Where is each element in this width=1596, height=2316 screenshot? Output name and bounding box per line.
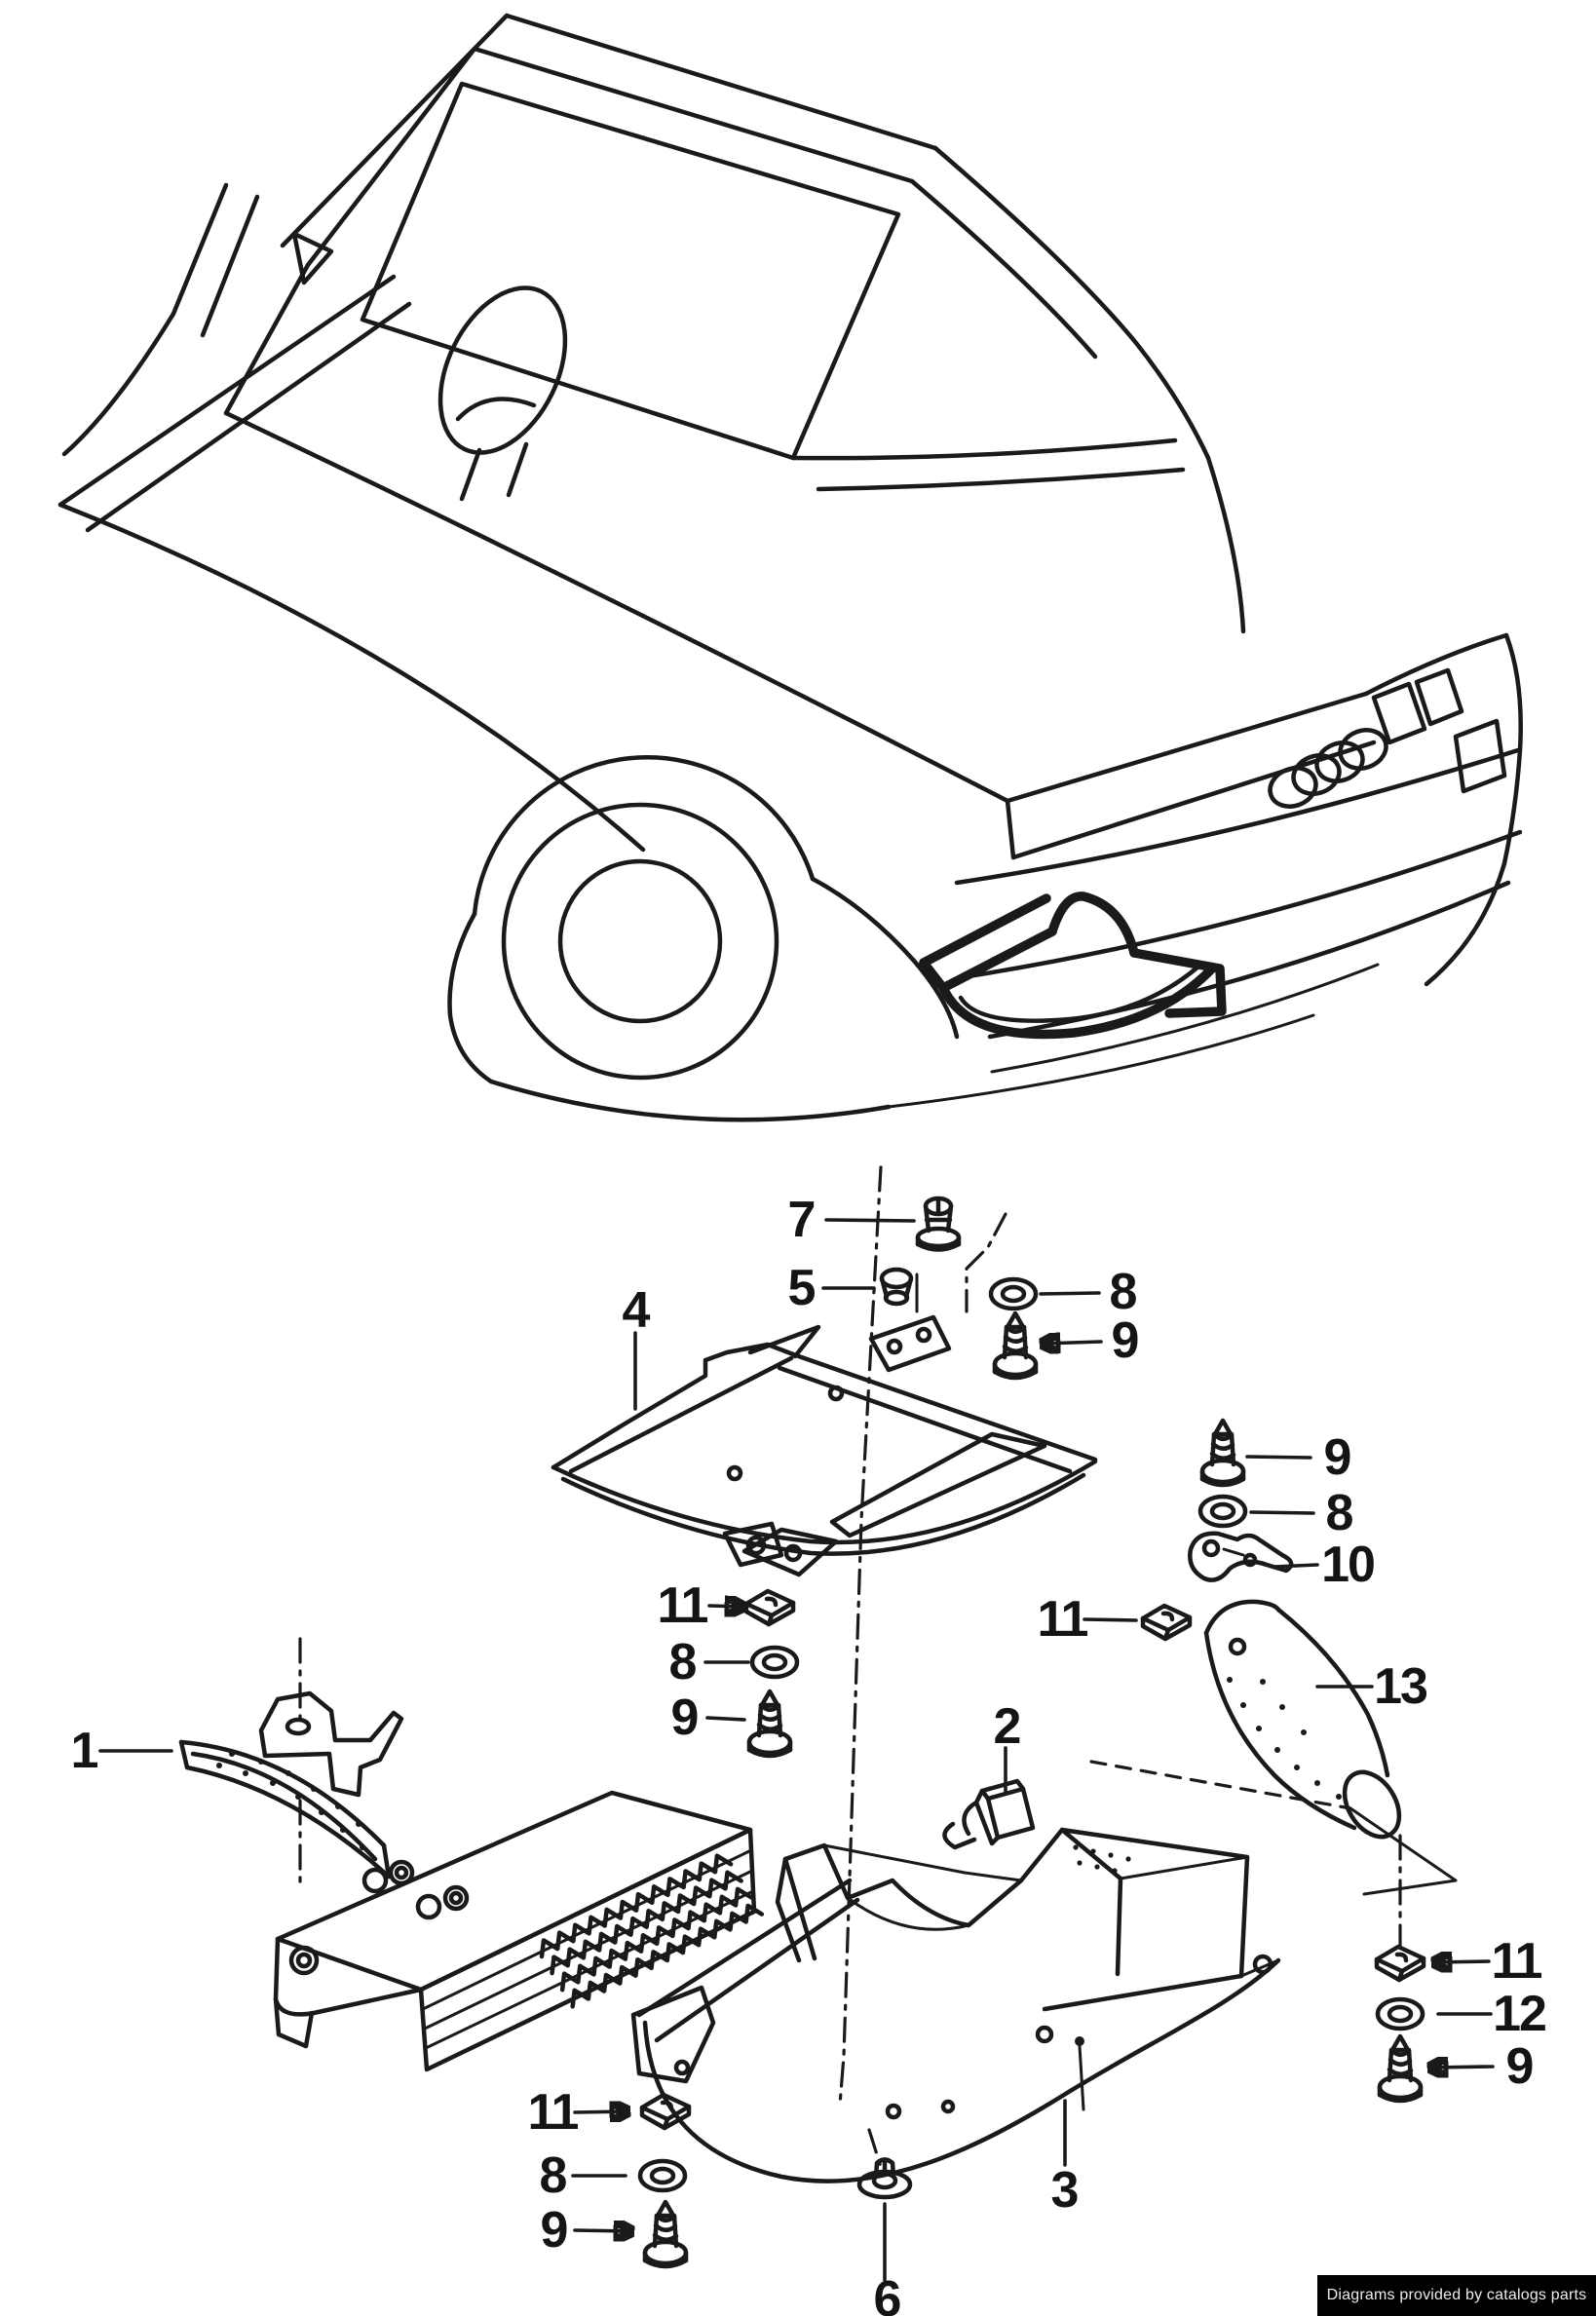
callout-label-2: 2 <box>993 1698 1022 1755</box>
callout-label-4: 4 <box>622 1282 651 1339</box>
watermark-text: Diagrams provided by catalogs parts <box>1326 2287 1587 2303</box>
part-13-air-duct <box>1089 1599 1458 1896</box>
part-11-clip-nut <box>1143 1606 1190 1639</box>
watermark-bar: Diagrams provided by catalogs parts <box>1317 2275 1596 2316</box>
part-9-screw <box>645 2202 686 2266</box>
part-10-bracket <box>1188 1531 1294 1582</box>
callout-label-9: 9 <box>1111 1312 1140 1369</box>
callout-label-11: 11 <box>1491 1933 1543 1990</box>
callout-label-9: 9 <box>1323 1429 1352 1486</box>
door-mirror <box>291 231 334 285</box>
callout-label-11: 11 <box>1037 1591 1089 1648</box>
callout-label-7: 7 <box>787 1192 817 1248</box>
callout-label-8: 8 <box>668 1634 698 1690</box>
callout-label-6: 6 <box>873 2271 902 2316</box>
callout-label-11: 11 <box>657 1577 709 1634</box>
oil-cooler <box>273 1790 765 2072</box>
part-8-washer <box>991 1279 1036 1309</box>
steering-wheel <box>437 285 568 502</box>
callout-label-3: 3 <box>1050 2162 1080 2219</box>
front-air-scoop-highlight <box>919 892 1227 1040</box>
callout-label-11: 11 <box>527 2084 580 2141</box>
construction-lines <box>298 1165 1402 2169</box>
part-8-washer <box>1200 1497 1245 1526</box>
callout-label-8: 8 <box>1325 1485 1354 1541</box>
front-wheel <box>447 755 960 1122</box>
callout-label-8: 8 <box>1109 1264 1138 1320</box>
callout-label-9: 9 <box>540 2202 569 2259</box>
part-8-washer <box>640 2161 685 2190</box>
callout-label-10: 10 <box>1321 1537 1376 1593</box>
callout-label-5: 5 <box>787 1260 817 1316</box>
audi-rings <box>1268 728 1388 809</box>
part-11-clip-nut <box>746 1591 793 1624</box>
grille-band <box>1005 691 1377 860</box>
part-2-clip <box>942 1778 1036 1850</box>
part-5-cap-nut <box>882 1270 911 1304</box>
vehicle-inset-drawing <box>57 13 1523 1122</box>
callout-label-13: 13 <box>1374 1658 1428 1715</box>
callout-label-1: 1 <box>70 1723 99 1779</box>
headlights <box>1371 667 1507 794</box>
part-11-clip-nut <box>1377 1947 1424 1980</box>
part-9-screw <box>995 1313 1036 1378</box>
callout-label-9: 9 <box>670 1690 700 1746</box>
part-9-screw <box>1380 2036 1421 2101</box>
callout-label-9: 9 <box>1505 2038 1535 2095</box>
part-8-washer <box>752 1648 797 1677</box>
center-bracket <box>741 1527 839 1577</box>
part-9-screw <box>749 1691 790 1756</box>
part-12-washer <box>1378 1999 1423 2029</box>
callout-label-12: 12 <box>1493 1986 1547 2042</box>
callout-label-8: 8 <box>539 2147 568 2204</box>
part-4-upper-tray <box>551 1314 1098 1568</box>
front-bumper <box>887 747 1523 1109</box>
part-7-expanding-nut <box>918 1198 959 1250</box>
part-1-air-guide <box>178 1690 404 1879</box>
part-3-lower-cover <box>630 1827 1281 2183</box>
leader-lines <box>98 1218 1495 2282</box>
part-9-screw <box>1202 1421 1243 1485</box>
